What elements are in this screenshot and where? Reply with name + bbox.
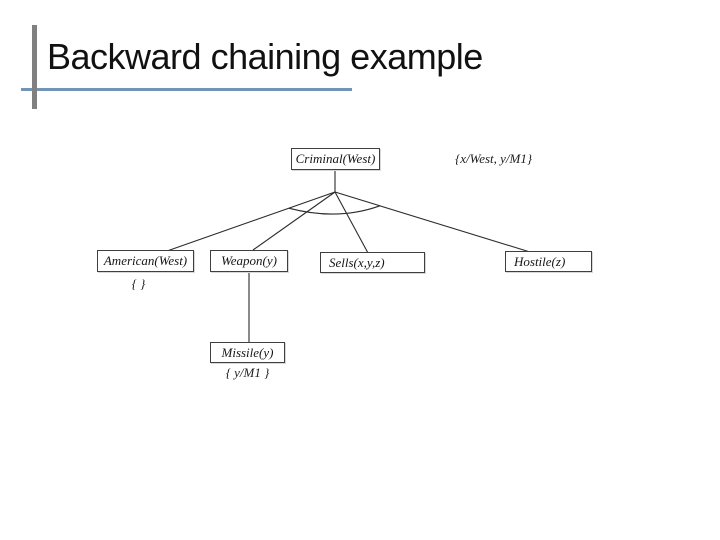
connector-to-hostile [334, 191, 531, 253]
connector-to-weapon [252, 191, 336, 251]
connector-to-american [166, 191, 336, 252]
node-sells-xyz: Sells(x,y,z) [320, 252, 425, 273]
substitution-root: {x/West, y/M1} [455, 151, 533, 166]
and-arc [288, 205, 381, 215]
slide-title: Backward chaining example [47, 36, 483, 77]
node-missile-y: Missile(y) [210, 342, 285, 363]
connector-to-sells [334, 191, 369, 254]
title-underline [21, 88, 352, 91]
substitution-missile: { y/M1 } [225, 365, 270, 380]
node-american-west: American(West) [97, 250, 194, 272]
node-criminal-west: Criminal(West) [291, 148, 380, 170]
title-accent-bar [32, 25, 37, 109]
node-hostile-z: Hostile(z) [505, 251, 592, 272]
node-weapon-y: Weapon(y) [210, 250, 288, 272]
substitution-american: { } [131, 276, 146, 291]
